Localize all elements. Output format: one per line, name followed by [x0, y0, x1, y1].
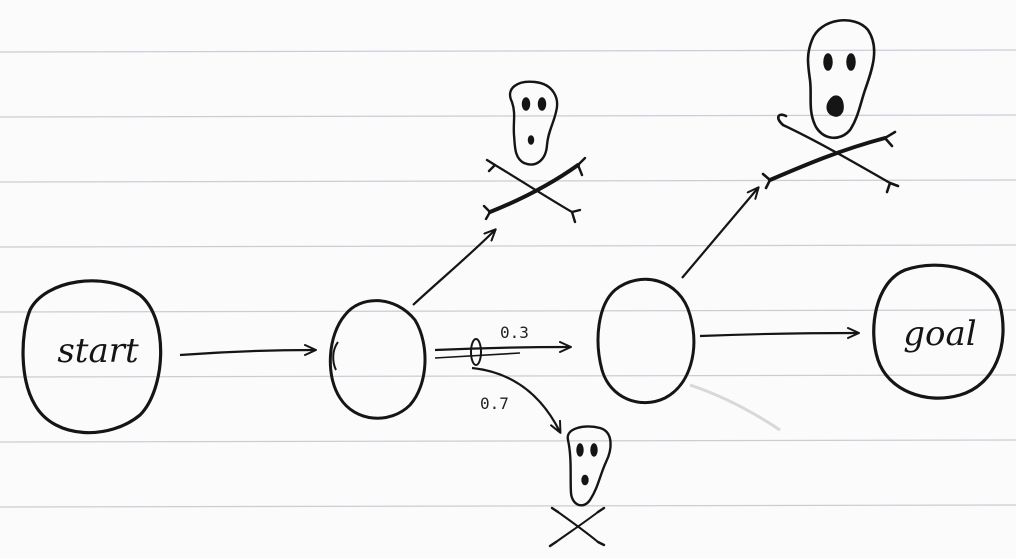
eraser-smudge: [689, 383, 781, 432]
goal-node-label: goal: [903, 314, 976, 354]
edge-start-to-state-1: [179, 344, 317, 357]
edge-prob-upper: 0.3: [500, 323, 529, 342]
skull-crossbones-icon: [761, 19, 900, 194]
skull-crossbones-icon: [548, 425, 612, 548]
edge-state-1-to-state-2: 0.3: [434, 323, 572, 366]
skull-crossbones-icon: [482, 80, 587, 224]
edge-state-2-to-goal: [699, 327, 860, 340]
edge-state-2-to-hazard-3: [681, 186, 760, 279]
state-node-1: [328, 299, 427, 420]
state-node-2: [596, 277, 696, 405]
ruled-lines: [0, 49, 1016, 508]
goal-node: goal: [872, 263, 1005, 400]
start-node: start: [21, 279, 163, 435]
start-node-label: start: [57, 331, 139, 371]
edge-prob-lower: 0.7: [480, 394, 509, 413]
edge-state-1-to-hazard-2: 0.7: [471, 366, 562, 434]
edge-state-1-to-hazard-1: [412, 228, 497, 306]
